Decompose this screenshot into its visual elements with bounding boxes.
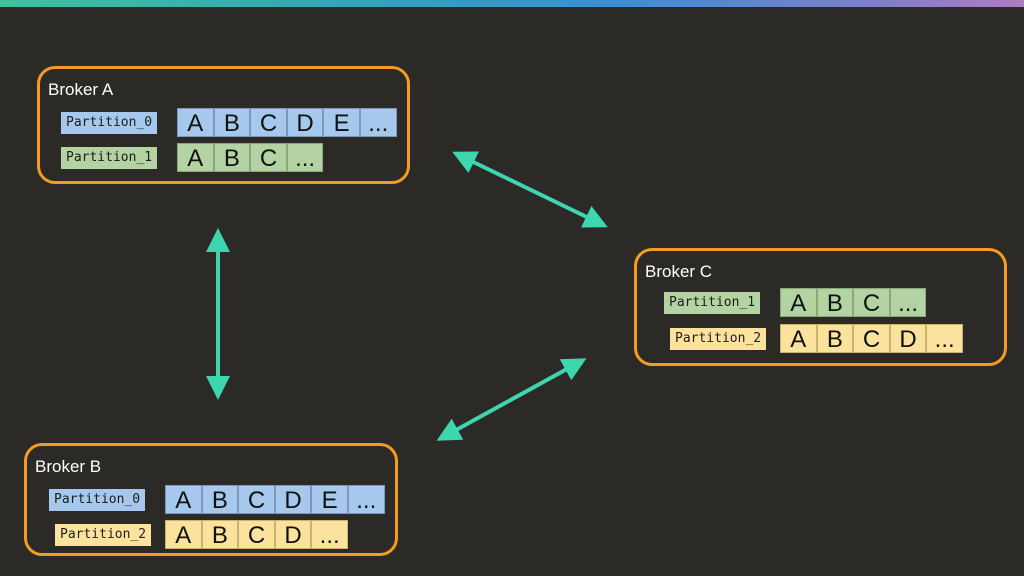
broker-a-box xyxy=(37,66,410,184)
broker-c-p2-cell: ... xyxy=(926,324,963,353)
broker-c-partition-1-row: A B C ... xyxy=(780,288,927,317)
broker-b-partition-2-label: Partition_2 xyxy=(55,524,152,546)
broker-a-p1-cell: A xyxy=(177,143,214,172)
broker-a-title: Broker A xyxy=(48,80,114,99)
broker-a-partition-0-row: A B C D E ... xyxy=(177,108,397,137)
broker-a-p0-cell: C xyxy=(250,108,287,137)
broker-b-p2-cell: C xyxy=(238,520,275,549)
broker-c-p1-cell: B xyxy=(816,288,854,317)
arrow-b-c xyxy=(436,358,587,441)
broker-a-p1-cell: B xyxy=(213,143,251,172)
broker-a-p1-cell: ... xyxy=(286,143,324,172)
broker-c-p1-cell: ... xyxy=(889,288,927,317)
broker-b-p0-cell: D xyxy=(274,485,312,514)
broker-c-partition-2-row: A B C D ... xyxy=(780,324,963,353)
broker-c-box xyxy=(634,248,1007,366)
broker-a-p0-cell: D xyxy=(286,108,324,137)
broker-a-p0-cell: A xyxy=(177,108,214,137)
broker-a-p1-cell: C xyxy=(250,143,287,172)
broker-a-p0-cell: B xyxy=(213,108,251,137)
broker-b-p0-cell: B xyxy=(201,485,239,514)
broker-b-title: Broker B xyxy=(35,457,102,476)
broker-c-partition-1-label: Partition_1 xyxy=(664,292,761,314)
broker-c-p2-cell: D xyxy=(889,324,927,353)
broker-c-p2-cell: B xyxy=(816,324,854,353)
broker-b-p2-cell: ... xyxy=(311,520,348,549)
top-gradient-bar xyxy=(0,0,1024,7)
arrow-a-c xyxy=(452,151,608,228)
broker-c-partition-2-label: Partition_2 xyxy=(670,328,767,350)
broker-a-partition-0-label: Partition_0 xyxy=(61,112,158,134)
broker-b-partition-0-row: A B C D E ... xyxy=(165,485,385,514)
broker-c-p2-cell: C xyxy=(853,324,890,353)
broker-a-partition-1-label: Partition_1 xyxy=(61,147,158,169)
broker-b-box xyxy=(24,443,398,556)
broker-a-p0-cell: E xyxy=(323,108,360,137)
broker-b-p0-cell: E xyxy=(311,485,348,514)
broker-c-p2-cell: A xyxy=(780,324,817,353)
broker-c-title: Broker C xyxy=(645,262,713,281)
broker-b-p0-cell: A xyxy=(165,485,202,514)
broker-b-p2-cell: A xyxy=(165,520,202,549)
broker-b-p2-cell: D xyxy=(274,520,312,549)
broker-b-partition-0-label: Partition_0 xyxy=(49,489,146,511)
broker-b-p2-cell: B xyxy=(201,520,239,549)
broker-c-p1-cell: C xyxy=(853,288,890,317)
broker-b-partition-2-row: A B C D ... xyxy=(165,520,348,549)
broker-a-p0-cell: ... xyxy=(359,108,397,137)
broker-c-p1-cell: A xyxy=(780,288,817,317)
broker-b-p0-cell: C xyxy=(238,485,275,514)
broker-b-p0-cell: ... xyxy=(347,485,385,514)
broker-a-partition-1-row: A B C ... xyxy=(177,143,324,172)
